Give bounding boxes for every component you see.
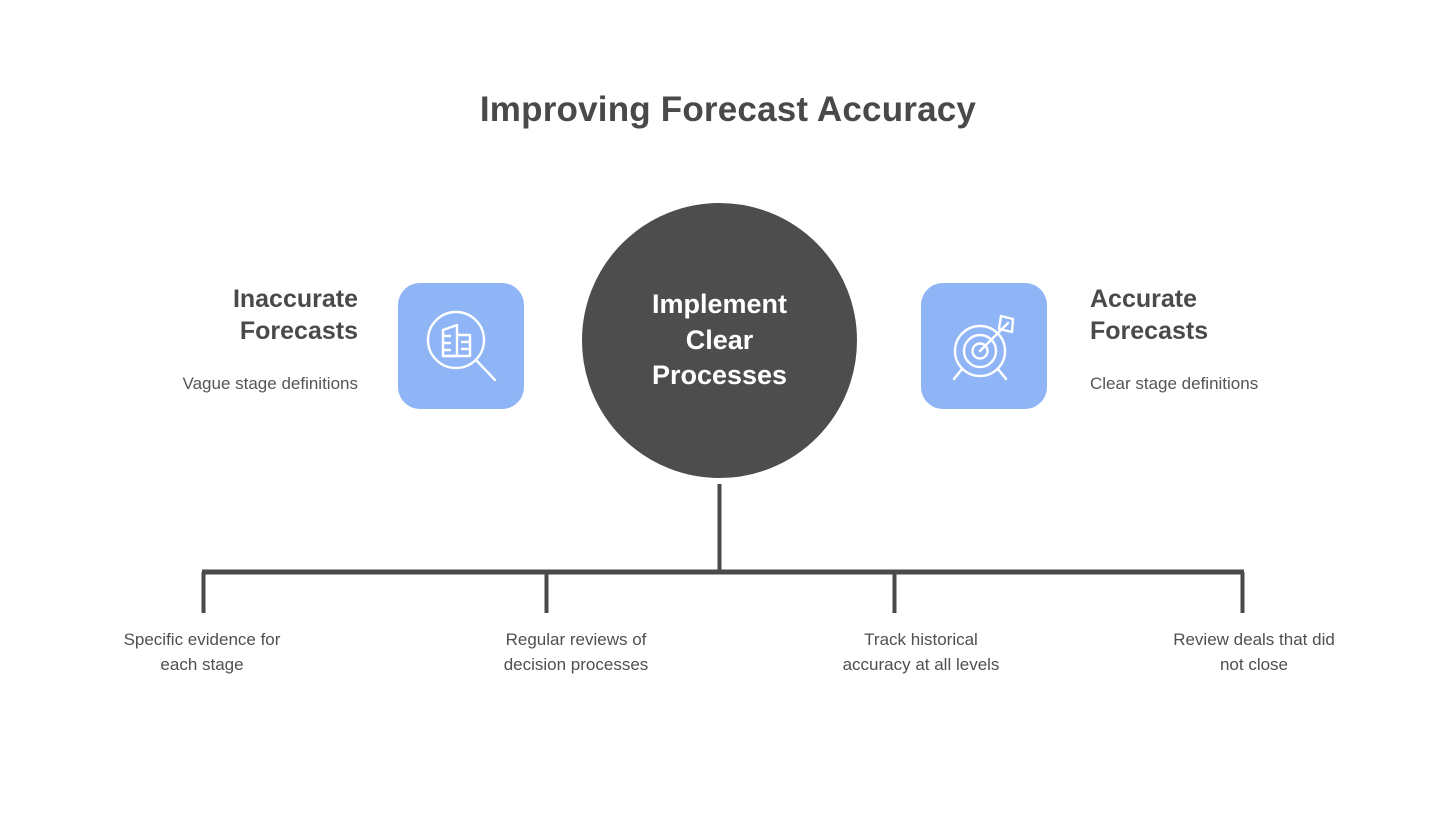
page-title: Improving Forecast Accuracy	[479, 90, 977, 129]
magnifier-chart-icon	[426, 310, 497, 382]
right-outcome-subtext: Clear stage definitions	[1090, 374, 1259, 393]
left-icon-tile[interactable]	[398, 283, 524, 409]
center-node-label: Implement Clear Processes	[651, 289, 788, 391]
right-outcome-block: Accurate Forecasts Clear stage definitio…	[1090, 283, 1390, 395]
left-outcome-block: Inaccurate Forecasts Vague stage definit…	[58, 283, 358, 395]
branch-label: Review deals that did not close	[1173, 630, 1335, 674]
right-outcome-heading: Accurate Forecasts	[1090, 285, 1209, 345]
left-outcome-heading: Inaccurate Forecasts	[232, 285, 358, 345]
branch-label: Track historical accuracy at all levels	[842, 630, 1000, 674]
center-node[interactable]: Implement Clear Processes	[578, 199, 861, 482]
left-outcome-subtext: Vague stage definitions	[182, 374, 358, 393]
right-icon-tile[interactable]	[921, 283, 1047, 409]
branch-label: Specific evidence for each stage	[123, 630, 281, 674]
target-arrow-icon	[952, 314, 1015, 381]
branch-label: Regular reviews of decision processes	[503, 630, 649, 674]
